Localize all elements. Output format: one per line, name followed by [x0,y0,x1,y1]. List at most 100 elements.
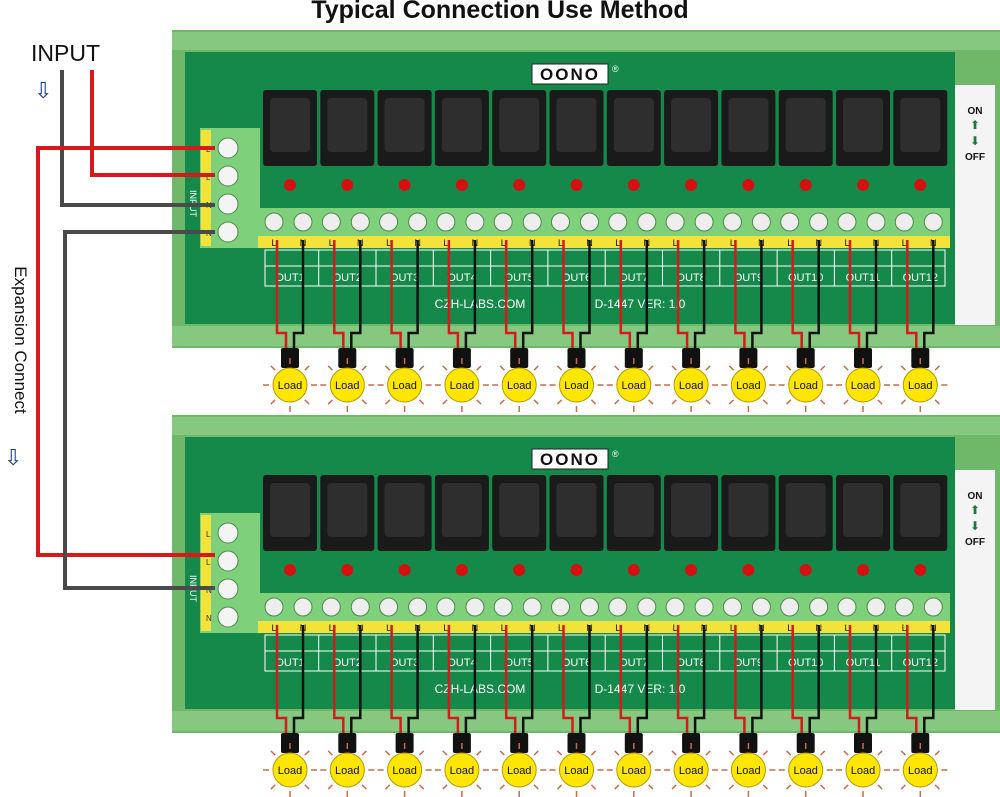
status-led [742,564,755,576]
terminal-l-label: L [558,238,563,248]
output-label: OUT1 [275,272,304,284]
load-ray [556,784,563,790]
load-ray [648,399,654,405]
input-label: INPUT [31,40,100,66]
load-bulb [845,367,881,403]
load-bulb [902,367,938,403]
load-ray [442,365,448,371]
load-wire-l [676,625,689,733]
terminal-screw-n [923,212,943,232]
load-label: Load [564,765,588,777]
load-wire-n [923,240,935,348]
input-terminal-label: L [206,173,211,182]
terminal-screw-l [722,212,742,232]
load-wire-n [464,240,477,348]
load-ray [877,750,883,756]
terminal-l-label: L [844,238,849,248]
load-ray [762,399,769,405]
terminal-screw-l [551,597,570,617]
load-wire-n [579,625,591,733]
output-label: OUT10 [788,272,823,284]
output-label: OUT12 [903,272,938,284]
load-wire-n [636,240,649,348]
output-label: OUT7 [619,657,648,669]
load-wire-n [865,625,878,733]
terminal-l-label: L [443,623,448,633]
input-terminal-label: L [206,530,211,539]
output-label: OUT10 [788,657,823,669]
load-ray [304,365,310,371]
load-bulb [788,367,824,403]
load-ray [820,365,826,371]
input-screw [217,578,239,600]
load-wire-l [848,625,861,733]
terminal-screw-l [493,597,513,617]
load-ray [934,750,940,756]
load-wire-n [521,240,534,348]
output-label-strip [258,621,950,633]
terminal-l-label: L [902,238,907,248]
up-arrow-icon: ⬆ [970,118,980,132]
rocker-switch-paddle [499,483,540,537]
load-wire-n [808,240,820,348]
terminal-l-label: L [386,238,391,248]
load-ray [384,784,391,790]
load-label: Load [507,765,531,777]
rocker-switch-paddle [671,483,712,537]
terminal-screw-l [379,212,399,232]
down-arrow-icon: ⇩ [34,78,53,103]
load-label: Load [736,380,760,392]
load-bulb [730,367,766,403]
load-wire-l [676,240,689,348]
load-label: Load [507,380,531,392]
terminal-screw-n [694,597,714,617]
load-wire-l [619,240,632,348]
status-led [685,179,698,191]
status-led [341,179,354,191]
load-ray [270,750,276,756]
terminal-screw-n [751,597,771,617]
output-terminal-bar [258,208,950,238]
terminal-screw-n [408,597,428,617]
load-wire-n [751,625,763,733]
load-ray [327,750,333,756]
load-ray [671,365,677,371]
load-ray [728,365,735,371]
rocker-switch-paddle [900,483,941,537]
load-wire-n [693,625,706,733]
input-terminal-label: L [206,558,211,567]
rocker-switch-paddle [384,98,425,152]
load-ray [327,399,333,405]
terminal-l-label: L [673,238,678,248]
load-wire-l [390,240,402,348]
terminal-screw-l [264,212,284,232]
terminal-screw-n [866,212,886,232]
expansion-wire-l [36,146,215,557]
load-wire-n [292,240,305,348]
input-screw [217,522,239,544]
load-bulb [444,752,480,788]
status-led [398,564,411,576]
terminal-screw-l [722,597,742,617]
terminal-screw-l [837,212,857,232]
load-ray [786,365,792,371]
model-label: D-1447 VER: 1.0 [595,297,686,311]
terminal-screw-n [580,212,599,232]
load-ray [590,784,597,790]
status-led [398,179,411,191]
down-arrow-icon: ⇩ [4,445,23,470]
terminal-screw-n [923,597,943,617]
rocker-switch-paddle [384,483,425,537]
load-ray [556,399,563,405]
load-ray [900,365,906,371]
load-ray [384,399,391,405]
off-label: OFF [965,537,985,548]
top-rail [172,417,1000,435]
load-label: Load [908,765,932,777]
load-ray [843,750,849,756]
input-terminal-label: N [206,586,212,595]
load-ray [499,365,505,371]
load-label: Load [335,765,359,777]
load-label: Load [564,380,588,392]
output-label: OUT9 [734,657,763,669]
